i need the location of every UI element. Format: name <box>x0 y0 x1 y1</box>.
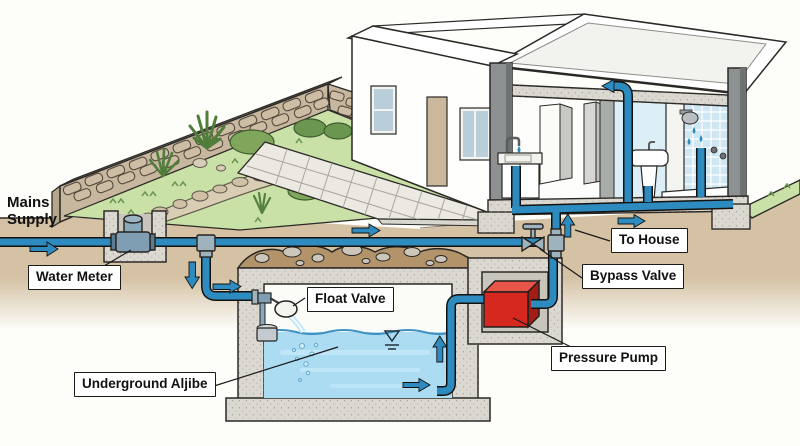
mains-supply-label: Mains Supply <box>7 194 58 228</box>
faucet-drop <box>517 146 521 153</box>
float-valve-assembly <box>251 289 306 342</box>
flow-arrows <box>29 213 646 393</box>
tee-stub <box>199 250 213 258</box>
agave-plant <box>148 110 226 178</box>
float-ball <box>274 300 298 318</box>
shower-knob <box>719 152 727 160</box>
pressure-pump-label: Pressure Pump <box>551 346 667 371</box>
grass-marks <box>109 137 791 223</box>
shower-head-icon <box>681 111 699 125</box>
bypass-valve-label: Bypass Valve <box>582 264 685 289</box>
float-valve-label: Float Valve <box>307 287 394 312</box>
roof <box>345 13 788 96</box>
grass-tufts <box>252 191 272 215</box>
leader-lines <box>103 229 611 387</box>
shower-drops <box>687 127 703 145</box>
pressure-pump <box>482 279 541 329</box>
shower-knob <box>710 146 718 154</box>
front-door <box>426 96 448 187</box>
water-meter-label: Water Meter <box>28 265 121 290</box>
bubbles <box>292 342 319 382</box>
walkway <box>236 141 491 227</box>
tank-water <box>263 329 453 398</box>
facade-window <box>459 107 492 161</box>
facade <box>351 35 493 216</box>
soil-stones <box>254 244 448 266</box>
water-level-icon <box>383 330 401 350</box>
partition-walls <box>539 98 615 203</box>
tee-fitting <box>196 234 216 252</box>
water-meter-device <box>110 214 156 253</box>
bypass-valve <box>521 223 545 253</box>
underground-aljibe-label: Underground Aljibe <box>74 372 216 397</box>
pipe-fittings <box>196 223 565 259</box>
cross-fitting <box>547 228 565 259</box>
facade-window <box>370 85 397 135</box>
garden-stones <box>192 158 226 172</box>
to-house-label: To House <box>611 228 688 253</box>
roof-flow-arrowhead <box>601 78 615 94</box>
